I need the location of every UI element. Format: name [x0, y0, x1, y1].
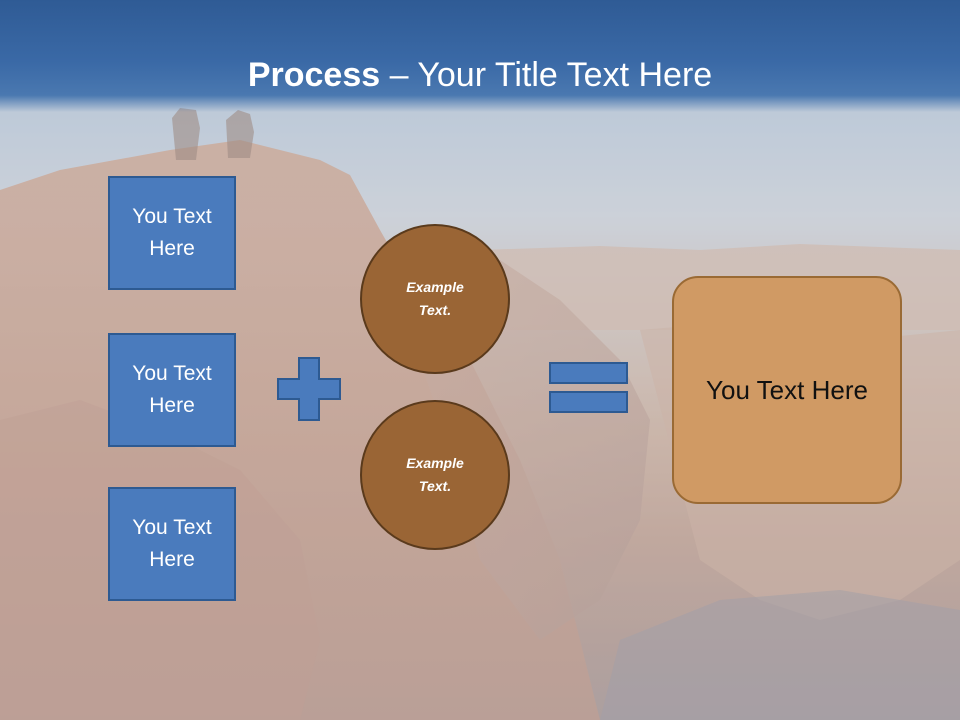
example-circle-1-text: Example Text.: [406, 279, 464, 318]
result-box[interactable]: You Text Here: [672, 276, 902, 504]
input-box-2[interactable]: You Text Here: [108, 333, 236, 447]
input-box-1-text: You Text Here: [132, 205, 212, 260]
result-box-text: You Text Here: [706, 374, 868, 405]
input-box-1[interactable]: You Text Here: [108, 176, 236, 290]
title-banner: [0, 0, 960, 112]
input-box-3-text: You Text Here: [132, 516, 212, 571]
title-bold: Process: [247, 56, 381, 94]
plus-icon: [277, 357, 341, 421]
input-box-3[interactable]: You Text Here: [108, 487, 236, 601]
example-circle-2[interactable]: Example Text.: [360, 400, 510, 550]
equals-icon: [549, 362, 628, 413]
title-rest: – Your Title Text Here: [380, 56, 713, 94]
slide-title[interactable]: Process – Your Title Text Here: [0, 52, 960, 98]
example-circle-1[interactable]: Example Text.: [360, 224, 510, 374]
example-circle-2-text: Example Text.: [406, 455, 464, 494]
input-box-2-text: You Text Here: [132, 362, 212, 417]
